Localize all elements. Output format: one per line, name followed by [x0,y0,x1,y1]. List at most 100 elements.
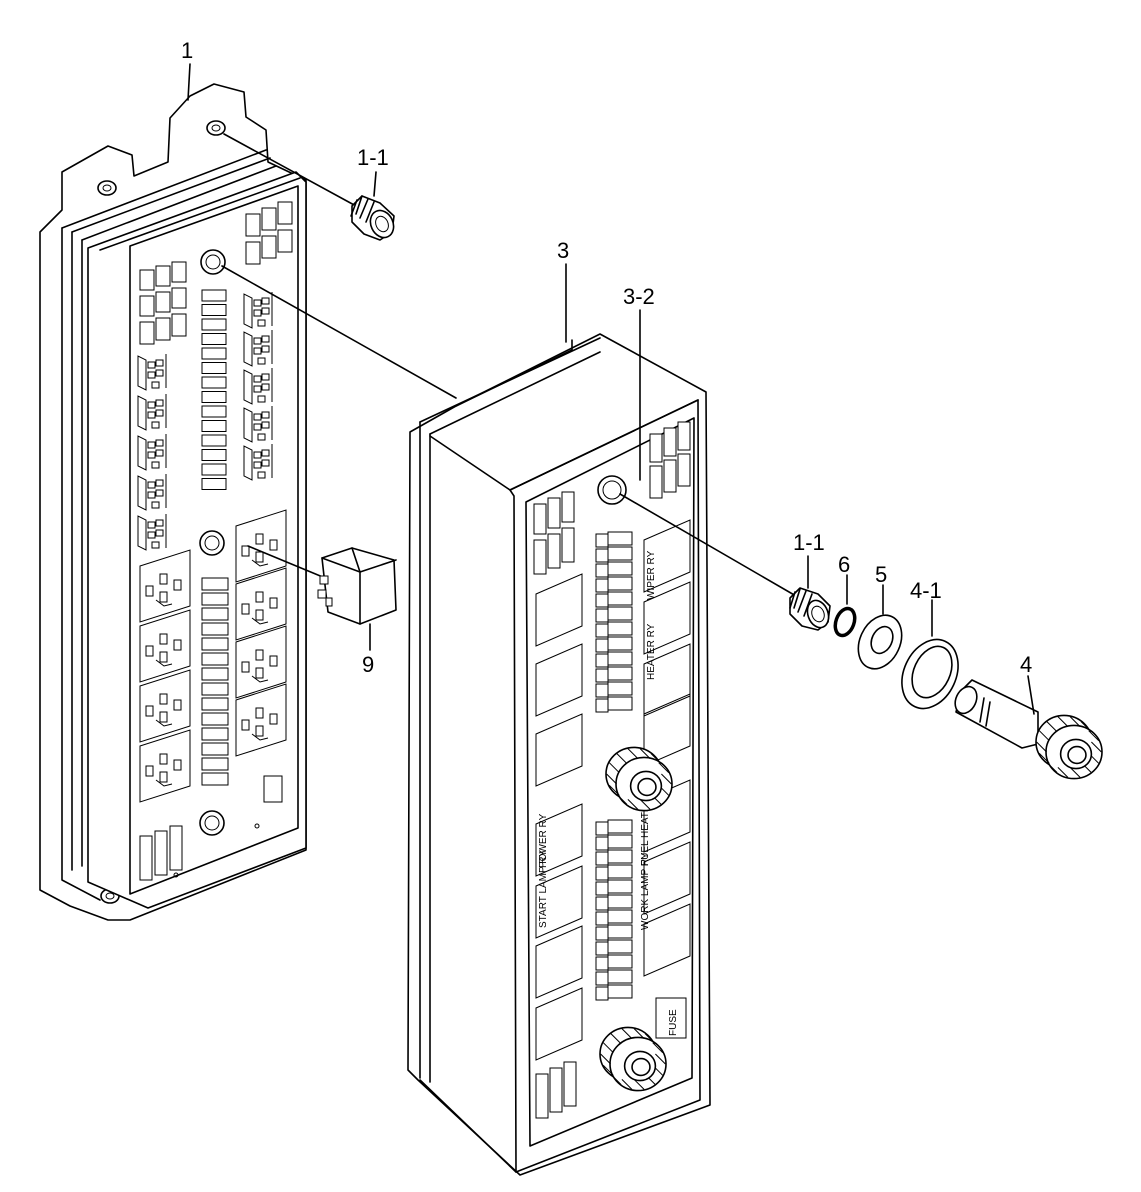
relay-label-blocks [535,573,583,1061]
relay-socket [243,406,273,443]
fuse-label [595,578,609,593]
relay-socket [137,514,167,551]
fuse-box-base [39,83,307,921]
fuse-label [607,879,633,894]
fuse-label [595,698,609,713]
fuse-label [595,563,609,578]
fuse-slot [201,607,229,621]
label-start-lamp-ry: START LAMP RY [538,850,549,928]
label-power-ry: POWER RY [538,813,549,868]
relay-socket [139,549,191,623]
fuse-label [607,606,633,621]
fuse-label [595,986,609,1001]
fuse-label-table [595,531,633,713]
fuse-slot [201,478,227,490]
fuse-slot [201,727,229,741]
callout-5: 5 [875,562,887,587]
relay-socket [235,683,287,757]
fuse-label [595,941,609,956]
spare-fuse-block: FUSE [655,997,687,1039]
fuse-label [607,849,633,864]
relay-label-block [535,987,583,1061]
grommet-lower [789,587,831,631]
screw-boss-icon [200,249,226,275]
fuse-slot [201,304,227,316]
fuse-slot [201,376,227,389]
screw-boss-icon [199,530,225,556]
fuse-label [595,851,609,866]
fuse-slot [201,592,229,606]
fuse-slot [201,682,229,696]
fuse-label [595,653,609,668]
relay-label-blocks [643,519,691,977]
large-relay-sockets [139,509,287,803]
fuse-label [607,909,633,924]
relay-socket [137,354,167,391]
relay-socket [243,330,273,367]
fuse-slot [201,289,227,302]
fuse-slot [201,463,227,476]
fuse-box-cover: POWER RY START LAMP RY FUEL HEATER RY WO… [407,333,711,1176]
callout-1-1-lower: 1-1 [793,530,825,555]
fuse-label [607,894,633,909]
fuse-label [607,834,633,849]
relay-label-block [535,925,583,999]
fuse-label [607,651,633,666]
fuse-label [595,821,609,836]
knob-icon [605,746,673,812]
fuse-label [595,533,609,548]
label-wiper-ry: WIPER RY [646,550,657,600]
callout-4: 4 [1020,652,1032,677]
label-heater-ry: HEATER RY [646,623,657,680]
fuse-slot [201,757,229,771]
relay-label-block [643,841,691,915]
relay-label-block [643,581,691,655]
fuse-slot [201,652,229,666]
relay-label-block [535,865,583,939]
callout-3: 3 [557,238,569,263]
fuse-slot-column [201,577,229,786]
fuse-slot [201,405,227,418]
fuse-label [595,683,609,698]
relay-socket [243,444,273,481]
fuse-label [595,608,609,623]
fuse-slot [201,637,229,651]
fuse-slot [201,712,229,726]
fuse-slot [201,449,227,461]
fuse-label [595,881,609,896]
callout-1: 1 [181,38,193,63]
relay-socket-grid [245,201,293,265]
fuse-label [595,668,609,683]
fuse-label [607,939,633,954]
fuse-label [595,623,609,638]
fuse-label [607,969,633,984]
fuse-slot [201,667,229,681]
fuse-label [595,956,609,971]
fuse-slot [201,362,227,374]
relay-socket [235,625,287,699]
callout-1-1-upper: 1-1 [357,145,389,170]
fuse-label [607,591,633,606]
fuse-label-table [649,421,691,499]
relay-label-block [643,779,691,853]
relay-socket [139,729,191,803]
label-spare-fuse: FUSE [668,1009,679,1036]
fuse-label [595,548,609,563]
fuse-label [595,836,609,851]
fuse-label [607,924,633,939]
fuse-slot [201,622,229,636]
fuse-slot [201,434,227,447]
fuse-label [607,864,633,879]
fuse-label [607,576,633,591]
fuse-label [607,954,633,969]
relay-socket [137,474,167,511]
fuse-slot [201,333,227,345]
label-work-lamp-ry: WORK LAMP RY [640,852,651,930]
fuse-label [595,971,609,986]
label-fuel-heater-ry: FUEL HEATER RY [640,781,651,866]
mini-relay-sockets [137,354,167,551]
fuse-label [607,819,633,834]
fuse-label [595,896,609,911]
fuse-slot-column [201,289,227,490]
screw-boss-icon [199,810,225,836]
